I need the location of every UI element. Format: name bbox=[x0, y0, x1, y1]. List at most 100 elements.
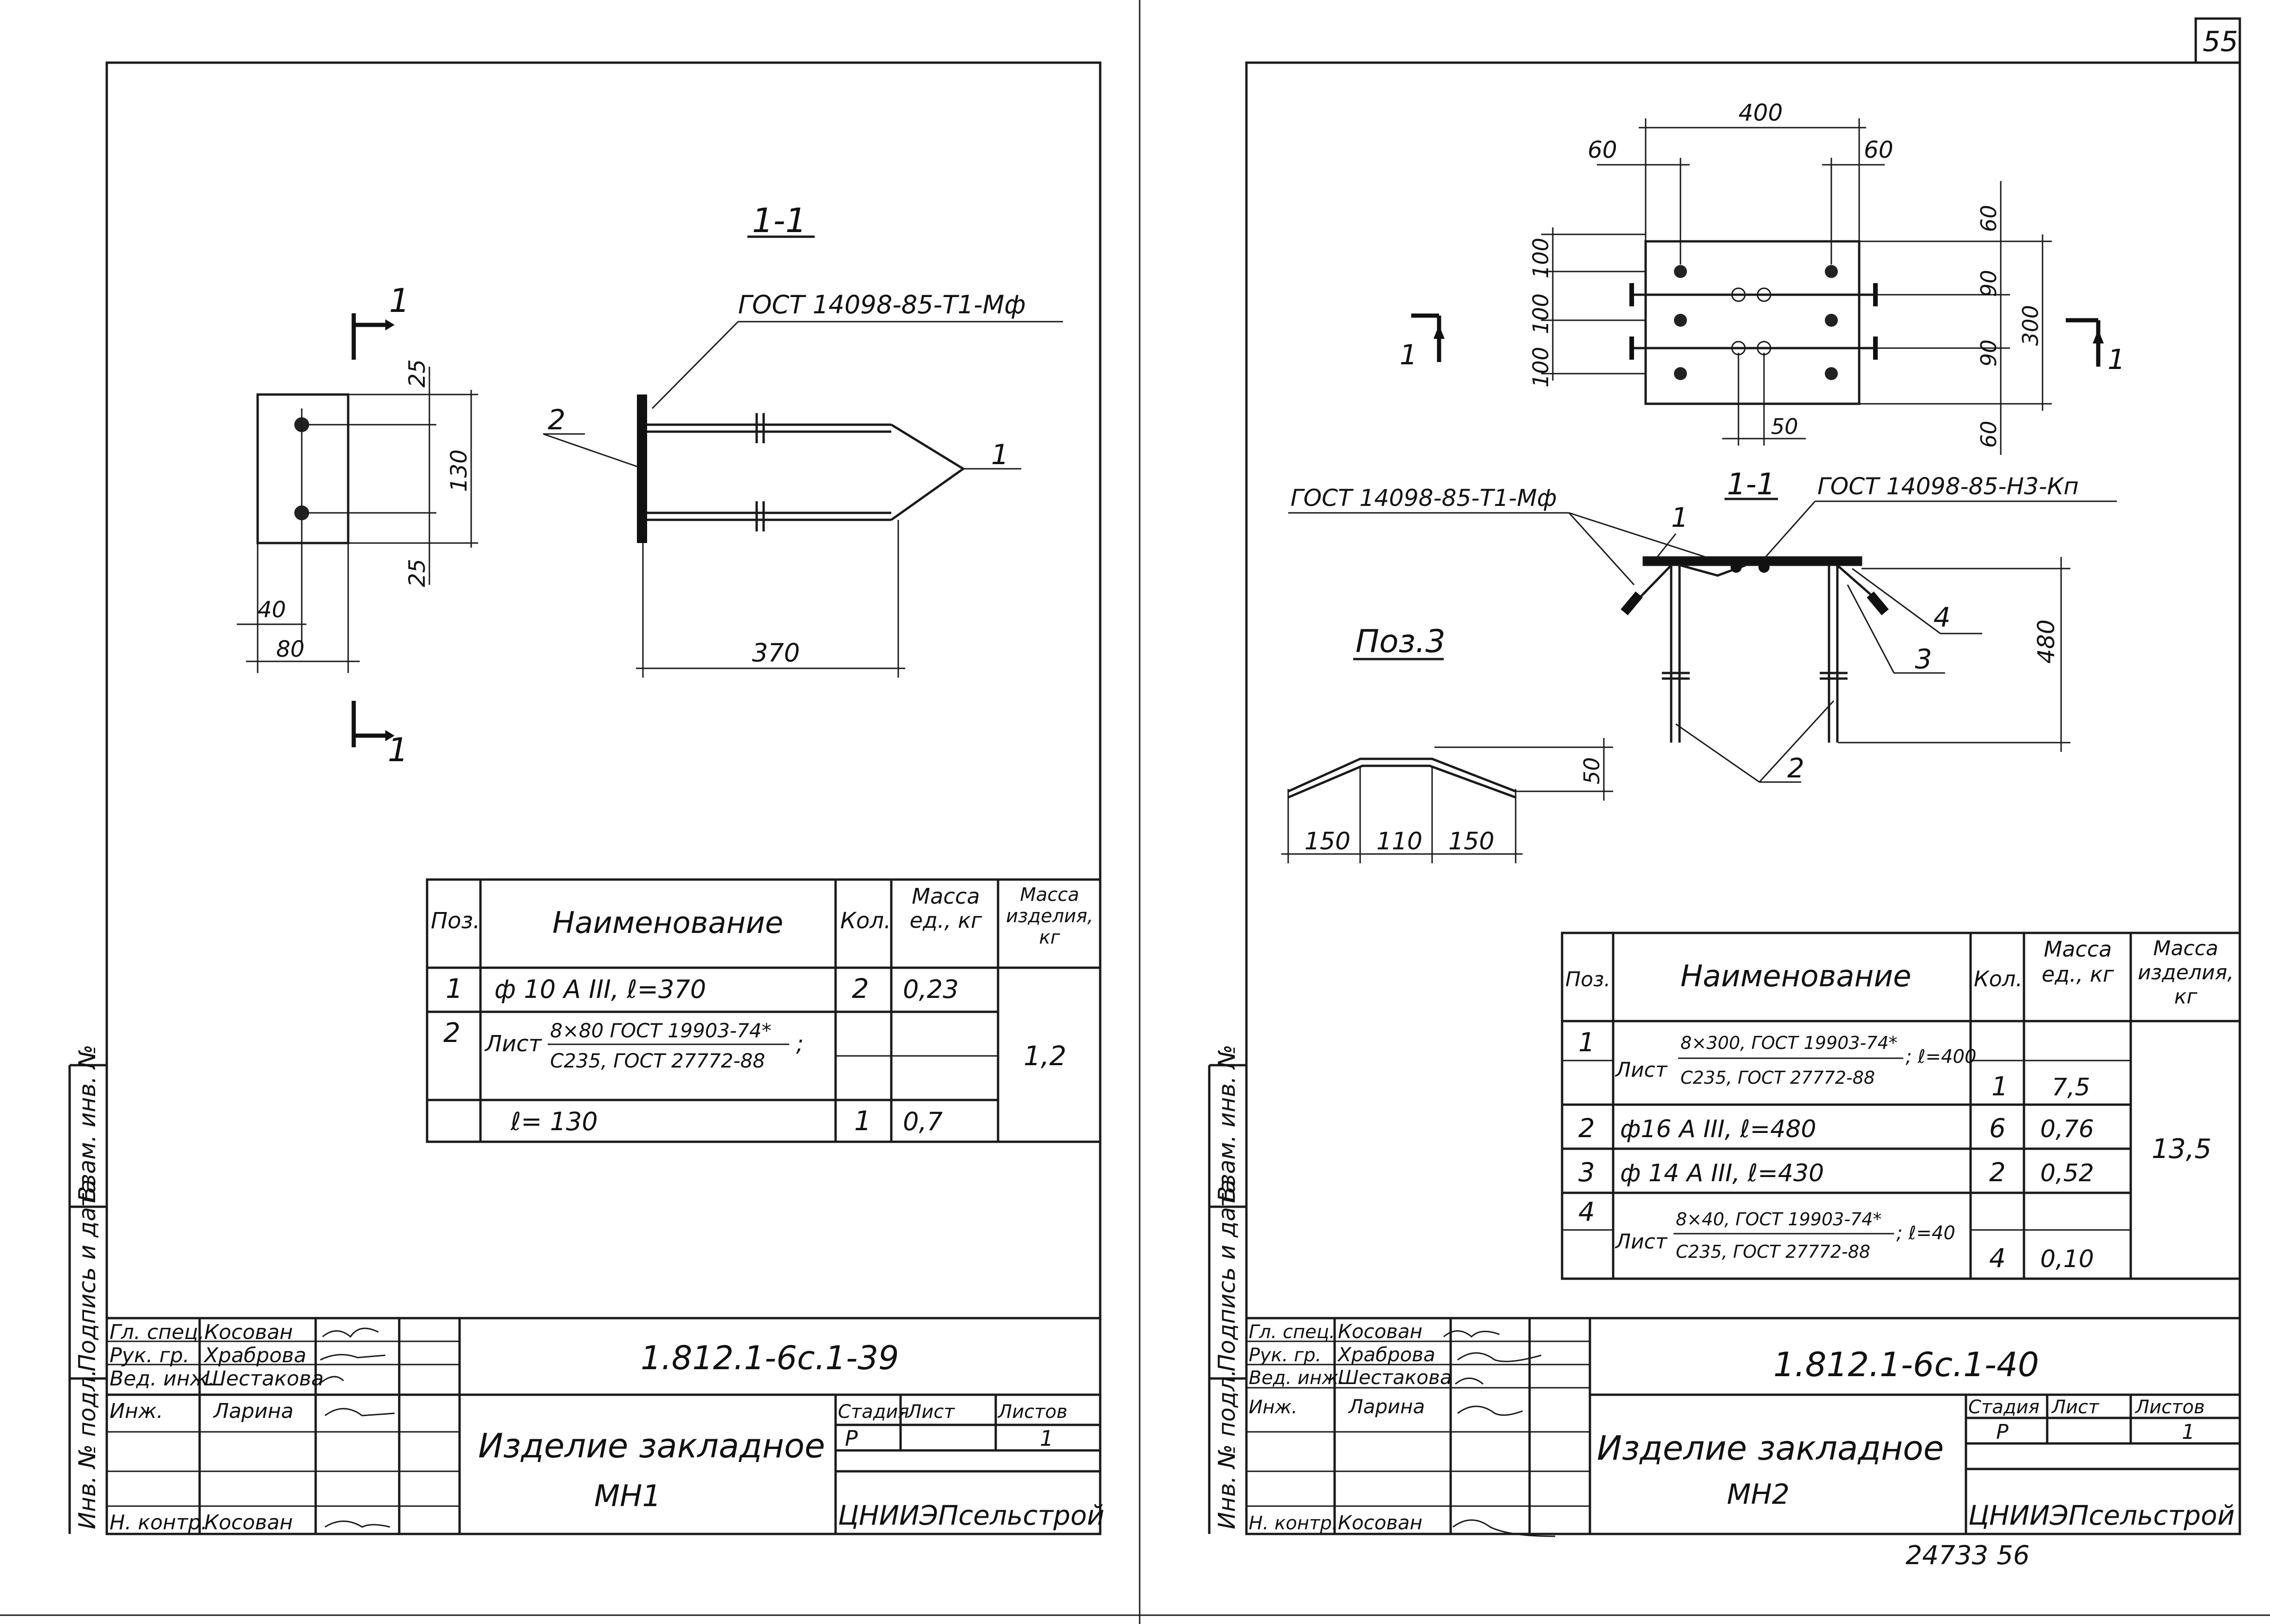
right-title-block: Гл. спец. Рук. гр. Вед. инж. Инж. Н. кон… bbox=[1245, 1317, 2241, 1537]
th-mass-unit: Масса ед., кг bbox=[909, 884, 982, 933]
svg-text:Поз.: Поз. bbox=[431, 908, 480, 934]
left-section-mark-top: 1 bbox=[351, 282, 410, 360]
svg-text:1: 1 bbox=[854, 1105, 871, 1137]
signature-5 bbox=[324, 1520, 390, 1528]
svg-text:300: 300 bbox=[2018, 305, 2043, 346]
svg-text:2: 2 bbox=[1989, 1158, 2006, 1188]
svg-text:7,5: 7,5 bbox=[2052, 1074, 2090, 1101]
svg-text:Инв. № подл.: Инв. № подл. bbox=[1213, 1369, 1240, 1529]
left-doc-code: 1.812.1-6с.1-39 bbox=[641, 1339, 899, 1377]
svg-text:4: 4 bbox=[1578, 1197, 1595, 1227]
svg-text:90: 90 bbox=[1976, 270, 2001, 297]
svg-text:ф16 А III, ℓ=480: ф16 А III, ℓ=480 bbox=[1620, 1115, 1816, 1143]
svg-text:60: 60 bbox=[1588, 136, 1617, 163]
svg-text:80: 80 bbox=[276, 636, 305, 662]
svg-text:8×80 ГОСТ 19903-74*: 8×80 ГОСТ 19903-74* bbox=[550, 1019, 772, 1042]
bottom-number: 24733 56 bbox=[1906, 1540, 2030, 1571]
svg-text:Ларина: Ларина bbox=[1348, 1395, 1425, 1418]
svg-text:ф 14 А III, ℓ=430: ф 14 А III, ℓ=430 bbox=[1620, 1159, 1824, 1187]
svg-text:0,52: 0,52 bbox=[2040, 1159, 2094, 1187]
th-mass-unit-right: Масса ед., кг bbox=[2042, 937, 2114, 987]
signature-r1 bbox=[1443, 1330, 1500, 1338]
left-weld-note: ГОСТ 14098-85-Т1-Мф bbox=[738, 290, 1026, 319]
left-organization: ЦНИИЭПсельстрой bbox=[838, 1500, 1104, 1531]
svg-text:2: 2 bbox=[1578, 1113, 1595, 1144]
svg-text:Наименование: Наименование bbox=[1680, 959, 1911, 994]
svg-text:Инж.: Инж. bbox=[110, 1399, 163, 1423]
svg-text:1: 1 bbox=[1400, 339, 1417, 371]
svg-text:90: 90 bbox=[1976, 339, 2001, 367]
svg-text:0,23: 0,23 bbox=[903, 975, 959, 1004]
svg-text:Взам. инв. №: Взам. инв. № bbox=[1213, 1045, 1240, 1202]
svg-text:Р: Р bbox=[845, 1426, 858, 1451]
right-total-mass: 13,5 bbox=[2152, 1133, 2212, 1165]
svg-text:25: 25 bbox=[404, 359, 430, 388]
left-item-name: Изделие закладное bbox=[478, 1426, 825, 1465]
svg-text:Лист: Лист bbox=[484, 1031, 543, 1057]
svg-text:Шестакова: Шестакова bbox=[1338, 1366, 1452, 1389]
svg-text:Храброва: Храброва bbox=[203, 1344, 306, 1367]
stamp-replaced-inv: Взам. инв. № bbox=[74, 1045, 101, 1202]
svg-text:С235, ГОСТ 27772-88: С235, ГОСТ 27772-88 bbox=[1680, 1068, 1875, 1088]
svg-text:Шестакова: Шестакова bbox=[204, 1367, 324, 1391]
svg-text:Вед. инж.: Вед. инж. bbox=[1249, 1367, 1344, 1389]
svg-text:2: 2 bbox=[852, 973, 869, 1004]
svg-text:Косован: Косован bbox=[1338, 1511, 1422, 1534]
svg-text:1: 1 bbox=[1671, 502, 1688, 533]
svg-text:Косован: Косован bbox=[1338, 1320, 1422, 1343]
svg-text:4: 4 bbox=[1989, 1243, 2006, 1274]
svg-text:Гл. спец.: Гл. спец. bbox=[1249, 1321, 1335, 1343]
svg-text:25: 25 bbox=[404, 559, 430, 587]
svg-text:Кол.: Кол. bbox=[840, 908, 891, 934]
svg-text:Листов: Листов bbox=[997, 1401, 1067, 1423]
svg-text:480: 480 bbox=[2033, 620, 2060, 664]
left-spec-table: Поз. Наименование Кол. Масса ед., кг Мас… bbox=[426, 878, 1102, 1143]
svg-text:1: 1 bbox=[1578, 1028, 1595, 1058]
svg-text:Листов: Листов bbox=[2134, 1397, 2205, 1418]
svg-text:Лист: Лист bbox=[907, 1401, 955, 1423]
svg-text:Инж.: Инж. bbox=[1249, 1397, 1297, 1418]
right-sheet: 55 Взам. инв. № Подпись и дата Инв. № по… bbox=[1208, 17, 2241, 1571]
svg-text:100: 100 bbox=[1528, 347, 1553, 388]
svg-text:С235, ГОСТ 27772-88: С235, ГОСТ 27772-88 bbox=[1676, 1242, 1870, 1262]
signature-r2 bbox=[1457, 1352, 1542, 1362]
svg-text:Лист: Лист bbox=[1615, 1058, 1668, 1082]
right-organization: ЦНИИЭПсельстрой bbox=[1968, 1500, 2235, 1531]
right-doc-code: 1.812.1-6с.1-40 bbox=[1773, 1345, 2039, 1384]
svg-text:60: 60 bbox=[1976, 421, 2001, 448]
svg-text:Рук. гр.: Рук. гр. bbox=[1249, 1345, 1322, 1366]
signature-3 bbox=[320, 1376, 344, 1384]
svg-text:1: 1 bbox=[2108, 343, 2125, 376]
detail-label: Поз.3 bbox=[1356, 623, 1446, 660]
svg-text:; ℓ=40: ; ℓ=40 bbox=[1896, 1223, 1955, 1244]
th-mass-item: Масса изделия, кг bbox=[1006, 884, 1093, 948]
svg-text:1: 1 bbox=[446, 973, 463, 1004]
svg-text:Поз.: Поз. bbox=[1565, 968, 1610, 991]
left-section-mark-bottom: 1 bbox=[351, 701, 409, 769]
right-frame bbox=[1245, 61, 2241, 1535]
svg-text:400: 400 bbox=[1738, 99, 1783, 126]
svg-text:Косован: Косован bbox=[204, 1511, 293, 1534]
bar-callout: 1 bbox=[991, 439, 1009, 471]
svg-text:0,7: 0,7 bbox=[903, 1107, 943, 1136]
right-spec-table: Поз. Наименование Кол. Масса ед., кг Мас… bbox=[1561, 932, 2241, 1280]
svg-text:Вед. инж.: Вед. инж. bbox=[110, 1367, 215, 1391]
svg-text:1: 1 bbox=[1991, 1072, 2008, 1102]
svg-text:ф 10 А III, ℓ=370: ф 10 А III, ℓ=370 bbox=[494, 975, 706, 1004]
svg-text:50: 50 bbox=[1579, 757, 1604, 784]
svg-text:Стадия: Стадия bbox=[838, 1401, 909, 1423]
svg-text:1: 1 bbox=[1040, 1426, 1053, 1451]
plate-callout: 2 bbox=[548, 404, 565, 436]
plate-plan-view: 400 60 60 100 100 100 60 90 90 300 60 50 bbox=[1528, 99, 2052, 455]
svg-text:150: 150 bbox=[1304, 828, 1350, 855]
right-section-mark-left: 1 bbox=[1400, 313, 1445, 371]
left-margin-stamp: Взам. инв. № Подпись и дата Инв. № подл. bbox=[68, 1045, 107, 1534]
svg-text:Н. контр.: Н. контр. bbox=[110, 1511, 208, 1534]
left-title-block: Гл. спец. Рук. гр. Вед. инж. Инж. Н. кон… bbox=[105, 1317, 1104, 1535]
right-weld-note-left: ГОСТ 14098-85-Т1-Мф bbox=[1291, 485, 1557, 511]
svg-text:130: 130 bbox=[446, 449, 472, 492]
svg-text:Лист: Лист bbox=[2051, 1397, 2100, 1418]
svg-text:2: 2 bbox=[443, 1017, 460, 1048]
svg-text:40: 40 bbox=[258, 597, 286, 623]
